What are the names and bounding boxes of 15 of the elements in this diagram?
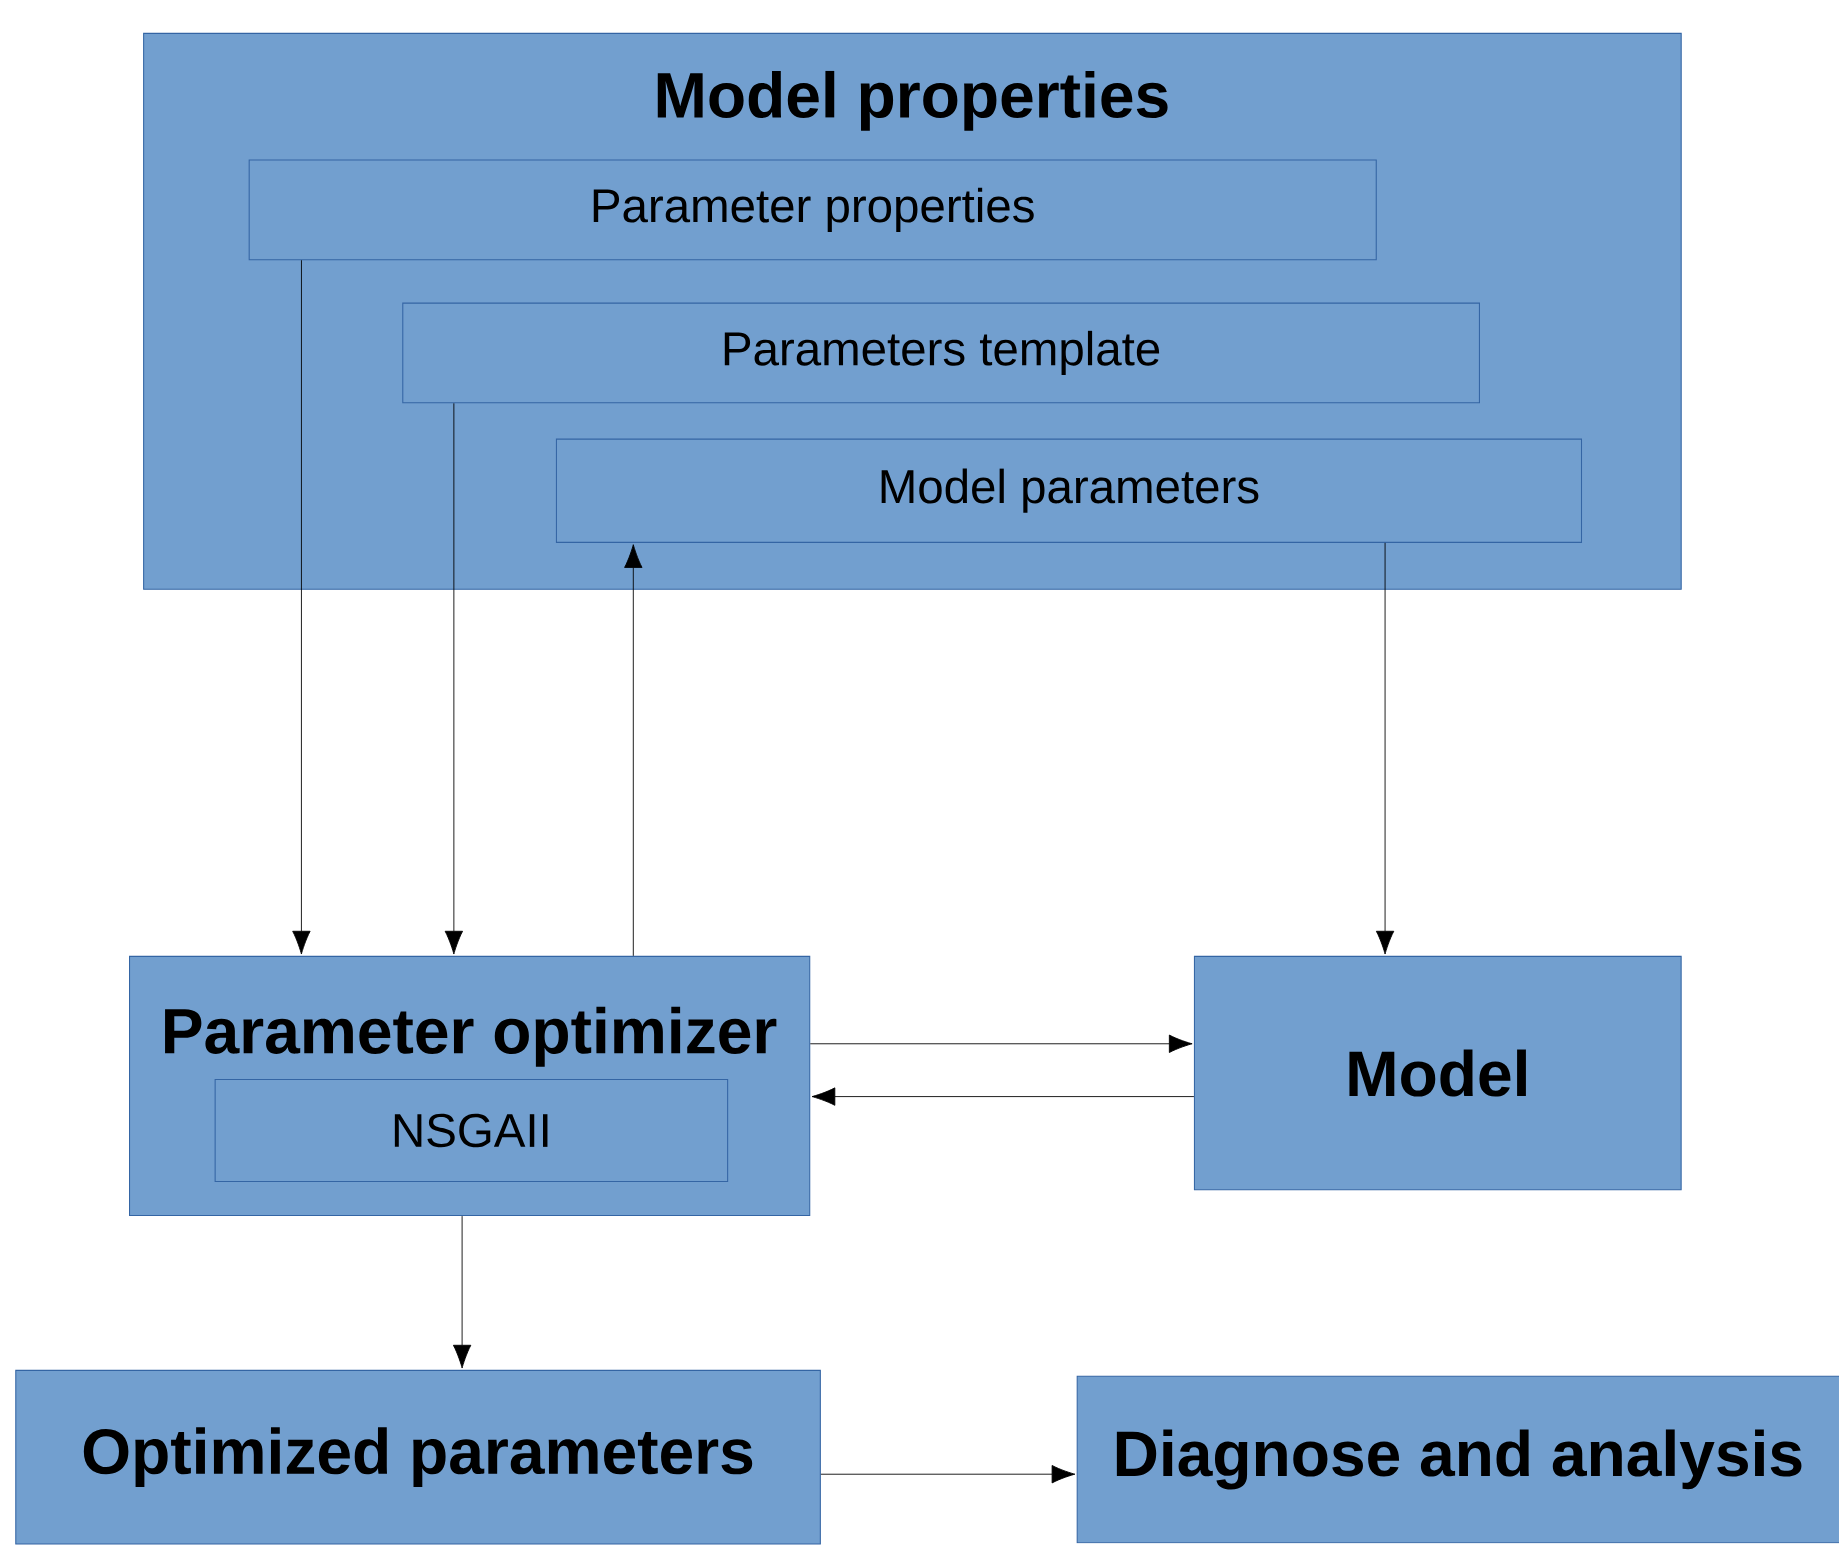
arrow — [1375, 542, 1395, 955]
process-box: Optimized parameters — [15, 1369, 821, 1545]
arrow — [811, 1087, 1195, 1106]
arrow — [292, 259, 311, 955]
arrow — [444, 402, 464, 955]
sub-box: Parameters template — [402, 302, 1480, 404]
process-box: Model — [1193, 955, 1682, 1191]
sub-box: Model parameters — [555, 438, 1583, 543]
sub-box: Parameter properties — [248, 159, 1377, 261]
arrow — [452, 1215, 472, 1369]
sub-box: NSGAII — [214, 1079, 729, 1183]
arrow — [624, 544, 643, 957]
arrow — [820, 1465, 1076, 1484]
process-box: Diagnose and analysis — [1076, 1375, 1839, 1544]
arrow — [809, 1034, 1193, 1053]
